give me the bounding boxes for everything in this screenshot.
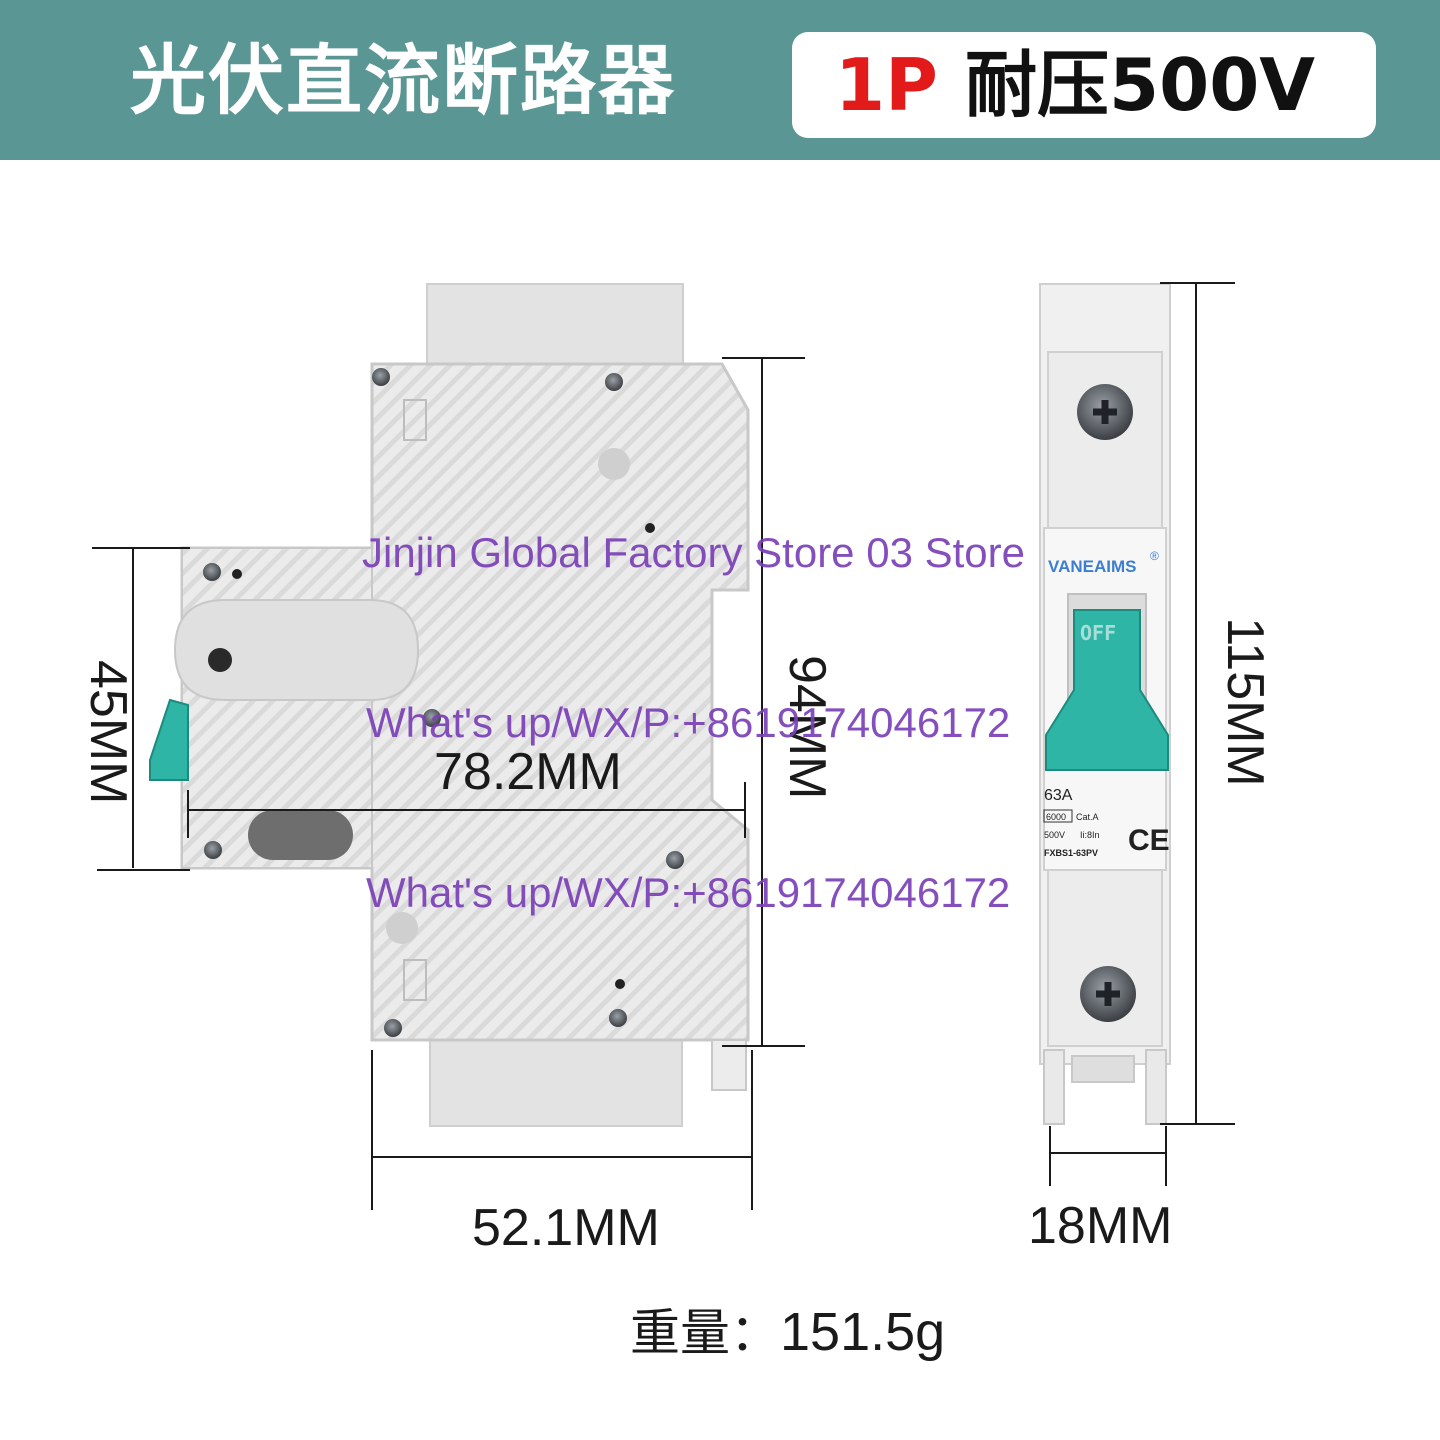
side-view [149, 283, 750, 1127]
brand-label: VANEAIMS [1048, 557, 1136, 576]
voltage-rating-label: 耐压500V [965, 43, 1316, 127]
spec-badge [792, 32, 1376, 138]
category-label: Cat.A [1076, 812, 1099, 822]
dim-width-total: 78.2MM [434, 743, 622, 801]
dim-depth: 52.1MM [472, 1199, 660, 1257]
ce-mark: CE [1128, 824, 1170, 857]
weight-text: 重量：151.5g [630, 1302, 945, 1363]
watermark-contact-2: What's up/WX/P:+8619174046172 [366, 869, 1011, 916]
watermark-contact-1: What's up/WX/P:+8619174046172 [366, 699, 1011, 746]
weight-value: 151.5g [780, 1302, 946, 1362]
ii-marking: Ii:8In [1080, 830, 1100, 840]
dim-height-front: 115MM [1216, 617, 1274, 787]
voltage-marking: 500V [1044, 830, 1065, 840]
registered-mark: ® [1150, 549, 1159, 563]
switch-state-label: OFF [1080, 621, 1116, 645]
pole-label: 1P [835, 43, 938, 127]
product-title: 光伏直流断路器 [130, 36, 676, 125]
model-label: FXBS1-63PV [1044, 848, 1098, 858]
front-view [1039, 283, 1171, 1125]
current-rating-label: 63A [1044, 787, 1073, 804]
weight-label: 重量： [630, 1304, 780, 1362]
watermark-store: Jinjin Global Factory Store 03 Store [362, 529, 1025, 576]
dimension-lines [92, 282, 1235, 1210]
dim-front-height: 45MM [79, 660, 137, 805]
breaking-capacity-label: 6000 [1046, 812, 1066, 822]
dim-width-front: 18MM [1028, 1197, 1173, 1255]
